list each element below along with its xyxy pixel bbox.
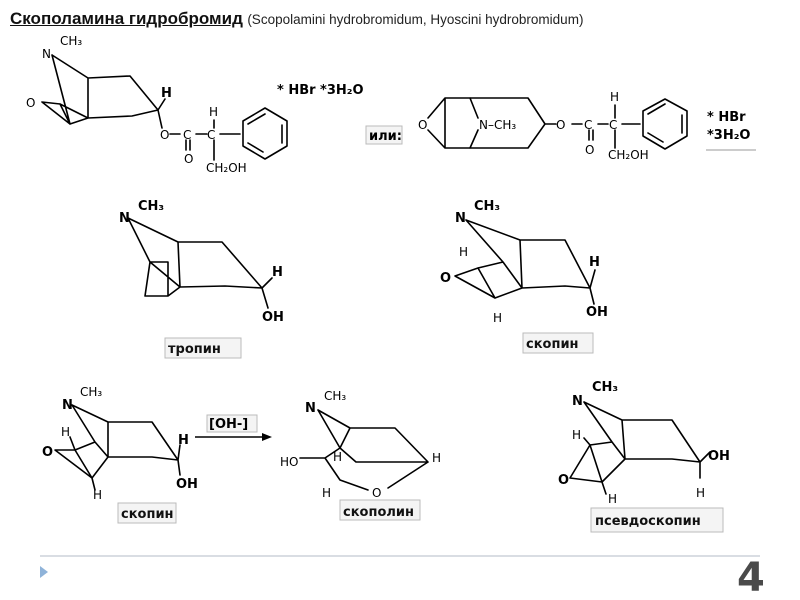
atom-c: C [584, 118, 592, 132]
salt-label: * HBr *3H₂O [277, 83, 364, 98]
atom-o: O [585, 143, 594, 157]
scopine-bottom-label-box [117, 502, 177, 524]
salt-box [274, 78, 366, 100]
reagent-label: [OH-] [209, 417, 248, 432]
atom-ch3: CH₃ [324, 389, 346, 403]
scopine-top-label: скопин [526, 337, 579, 352]
atom-o: O [440, 271, 451, 286]
tropine-label: тропин [168, 342, 221, 357]
atom-ch3: CH₃ [80, 385, 102, 399]
slide-title: Скополамина гидробромид (Scopolamini hyd… [10, 9, 583, 29]
scopine-top-label-box [522, 332, 594, 354]
atom-c: C [183, 128, 191, 142]
atom-ch3: CH₃ [138, 199, 164, 214]
tropine-label-box [164, 337, 242, 359]
atom-n: N [42, 47, 51, 61]
atom-n: N [62, 398, 73, 413]
atom-n: N [119, 211, 130, 226]
pseudoscopine-structure: N CH₃ H O H OH H псевдоскопин [558, 380, 730, 533]
scopolamine-structure-1: N CH₃ O H O C C O H CH₂OH * HBr *3H₂O [26, 34, 366, 175]
atom-h: H [589, 255, 600, 270]
atom-o: O [42, 445, 53, 460]
title-main: Скополамина гидробромид [10, 9, 243, 28]
or-label-box [365, 125, 403, 145]
atom-o: O [556, 118, 565, 132]
atom-ch3: CH₃ [474, 199, 500, 214]
atom-h: H [696, 486, 705, 500]
arrow-head-icon [262, 433, 272, 441]
atom-h: H [608, 492, 617, 506]
atom-o: O [184, 152, 193, 166]
atom-c: C [207, 128, 215, 142]
atom-h: H [572, 428, 581, 442]
atom-ch2oh: CH₂OH [608, 148, 649, 162]
atom-o: O [418, 118, 427, 132]
atom-ch3: CH₃ [592, 380, 618, 395]
atom-h: H [493, 311, 502, 325]
scopolamine-structure-2: или: O N–CH₃ O C C H O CH₂OH * HBr *3H₂O [365, 90, 756, 162]
atom-oh: OH [262, 310, 284, 325]
atom-n: N [572, 394, 583, 409]
salt-hbr: * HBr [707, 110, 746, 125]
atom-n: N [455, 211, 466, 226]
or-label: или: [369, 129, 402, 144]
atom-h: H [272, 265, 283, 280]
salt-water: *3H₂O [707, 128, 750, 143]
atom-h: H [333, 450, 342, 464]
atom-h: H [459, 245, 468, 259]
scopine-structure-top: N CH₃ O H H H OH скопин [440, 199, 608, 354]
atom-o: O [558, 473, 569, 488]
atom-c: C [609, 118, 617, 132]
pseudoscopine-label: псевдоскопин [595, 514, 701, 529]
atom-h: H [161, 86, 172, 101]
atom-o: O [372, 486, 381, 500]
bullet-triangle-icon [40, 566, 48, 578]
atom-o: O [160, 128, 169, 142]
atom-h: H [610, 90, 619, 104]
scopine-structure-bottom: N CH₃ H O H H OH скопин [42, 385, 198, 524]
reagent-box [206, 414, 258, 433]
page-number: 4 [737, 555, 765, 600]
scopine-bottom-label: скопин [121, 507, 174, 522]
atom-h: H [322, 486, 331, 500]
atom-h: H [93, 488, 102, 502]
atom-h: H [61, 425, 70, 439]
atom-ch3: CH₃ [60, 34, 82, 48]
reaction-arrow: [OH-] [195, 414, 272, 441]
atom-oh: OH [708, 449, 730, 464]
atom-ho: HO [280, 455, 298, 469]
atom-oh: OH [586, 305, 608, 320]
scopoline-label-box [339, 499, 421, 521]
atom-h: H [209, 105, 218, 119]
scopoline-structure: N CH₃ HO H H O H скополин [280, 389, 441, 521]
atom-h: H [178, 433, 189, 448]
atom-n: N [305, 401, 316, 416]
title-latin: (Scopolamini hydrobromidum, Hyoscini hyd… [247, 12, 584, 27]
pseudoscopine-label-box [590, 507, 724, 533]
atom-n-ch3: N–CH₃ [479, 118, 516, 132]
atom-oh: OH [176, 477, 198, 492]
atom-ch2oh: CH₂OH [206, 161, 247, 175]
tropine-structure: N CH₃ H OH тропин [119, 199, 284, 359]
atom-o: O [26, 96, 35, 110]
atom-h: H [432, 451, 441, 465]
scopoline-label: скополин [343, 505, 414, 520]
